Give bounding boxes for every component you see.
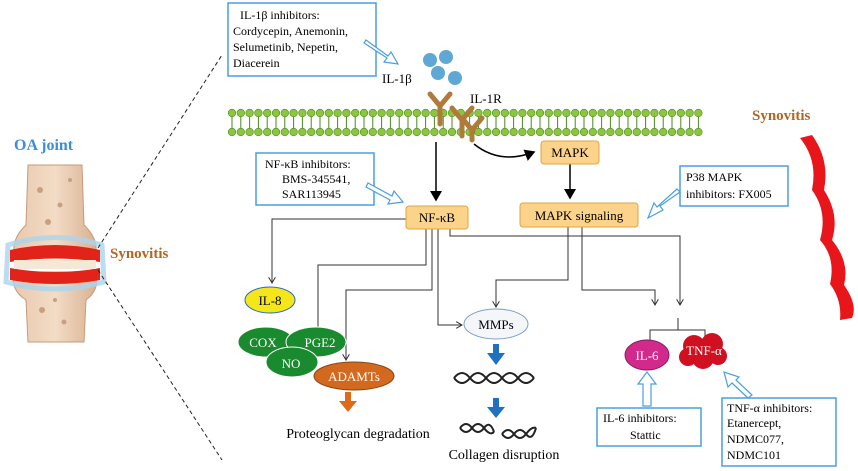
il1b-inhibitor-line: Selumetinib, Nepetin, [233,40,338,54]
collagen-helix-intact [453,372,535,384]
il1b-inhibitor-line: Diacerein [233,56,280,70]
orange-down-arrow [339,392,357,412]
il8-node: IL-8 [244,286,296,314]
mapk-signaling-label: MAPK signaling [535,208,624,223]
mmps-label: MMPs [478,317,513,332]
nfkb-label: NF-κB [419,210,455,225]
il1b-inhibitor-arrow [363,39,400,65]
p38-inhibitor-line: P38 MAPK [686,170,743,184]
il1b-inhibitor-box: IL-1β inhibitors: Cordycepin, Anemonin, … [227,2,377,77]
il1b-inhibitor-line: Cordycepin, Anemonin, [233,24,348,38]
tnfa-inhibitor-line: TNF-α inhibitors: [727,401,812,415]
il6-inhibitor-line: Stattic [630,428,661,442]
svg-text:TNF-α inhibitors: Etane: TNF-α inhibitors: Etanercept, NDMC077, N… [727,401,815,462]
tnfa-label: TNF-α [686,343,722,358]
nfkb-inhibitor-arrow [365,182,405,205]
nfkb-inhibitor-line: SAR113945 [282,187,341,201]
il6-node: IL-6 [624,339,670,371]
adamts-label: ADAMTs [328,369,380,384]
nfkb-inhibitor-box: NF-κB inhibitors: BMS-345541, SAR113945 [255,152,375,206]
cell-membrane [227,108,703,137]
il1b-ligand-label: IL-1β [382,71,412,86]
tnfa-inhibitor-arrow [723,371,753,399]
tnfa-inhibitor-line: NDMC101 [727,448,781,462]
mapk-label: MAPK [551,145,589,160]
mapk-signaling-node: MAPK signaling [519,202,639,228]
tnfa-node: TNF-α [679,333,727,369]
zoom-line-bottom [97,269,223,461]
oa-joint-title: OA joint [14,137,74,154]
oa-joint-group: OA joint Synovitis [3,54,223,461]
mapk-node: MAPK [540,140,600,165]
il1b-inhibitor-line: IL-1β inhibitors: [240,8,320,22]
svg-text:IL-6 inhibitors: Stattic: IL-6 inhibitors: Stattic [603,411,680,442]
pge2-label: PGE2 [304,335,335,350]
nfkb-node: NF-κB [405,205,469,230]
il6-inhibitor-line: IL-6 inhibitors: [603,411,677,425]
blue-down-arrow-1 [487,344,505,365]
svg-text:IL-1β inhibitors: Cordyc: IL-1β inhibitors: Cordycepin, Anemonin, … [233,8,351,70]
svg-text:P38 MAPK inhibitors: FX0: P38 MAPK inhibitors: FX005 [686,170,772,201]
proteoglycan-degradation-label: Proteoglycan degradation [286,427,429,442]
nfkb-inhibitor-line: BMS-345541, [282,172,350,186]
synovitis-right-label: Synovitis [752,108,811,124]
p38-inhibitor-arrow [646,188,681,220]
cox-label: COX [249,335,277,350]
collagen-disruption-label: Collagen disruption [449,448,560,463]
synovitis-right-group: Synovitis [752,108,854,320]
mmps-node: MMPs [463,308,529,340]
il1b-ligand [423,50,462,85]
joint-illustration [3,164,107,343]
il6-inhibitor-box: IL-6 inhibitors: Stattic [596,407,702,447]
signal-arrows [272,142,706,360]
cox-pge2-no-cluster: COX PGE2 NO [237,326,347,378]
nfkb-inhibitor-line: NF-κB inhibitors: [265,157,351,171]
il6-label: IL-6 [635,348,659,363]
il1r-receptor-icon [427,91,485,143]
adamts-node: ADAMTs [313,361,395,391]
tnfa-inhibitor-line: Etanercept, [727,416,781,430]
p38-inhibitor-line: inhibitors: FX005 [686,187,772,201]
synovitis-tissue-shape [800,135,854,320]
il6-inhibitor-arrow [636,371,658,407]
collagen-helix-broken [459,423,537,439]
no-label: NO [282,356,301,371]
blue-down-arrow-2 [487,398,505,418]
joint-synovitis-label: Synovitis [110,246,169,262]
il8-label: IL-8 [258,293,281,308]
p38-inhibitor-box: P38 MAPK inhibitors: FX005 [679,165,789,207]
il1r-receptor-label: IL-1R [470,91,502,106]
zoom-line-top [97,54,223,249]
tnfa-inhibitor-box: TNF-α inhibitors: Etanercept, NDMC077, N… [721,397,837,467]
svg-text:NF-κB inhibitors: BMS-34: NF-κB inhibitors: BMS-345541, SAR113945 [265,157,354,201]
tnfa-inhibitor-line: NDMC077, [727,432,784,446]
